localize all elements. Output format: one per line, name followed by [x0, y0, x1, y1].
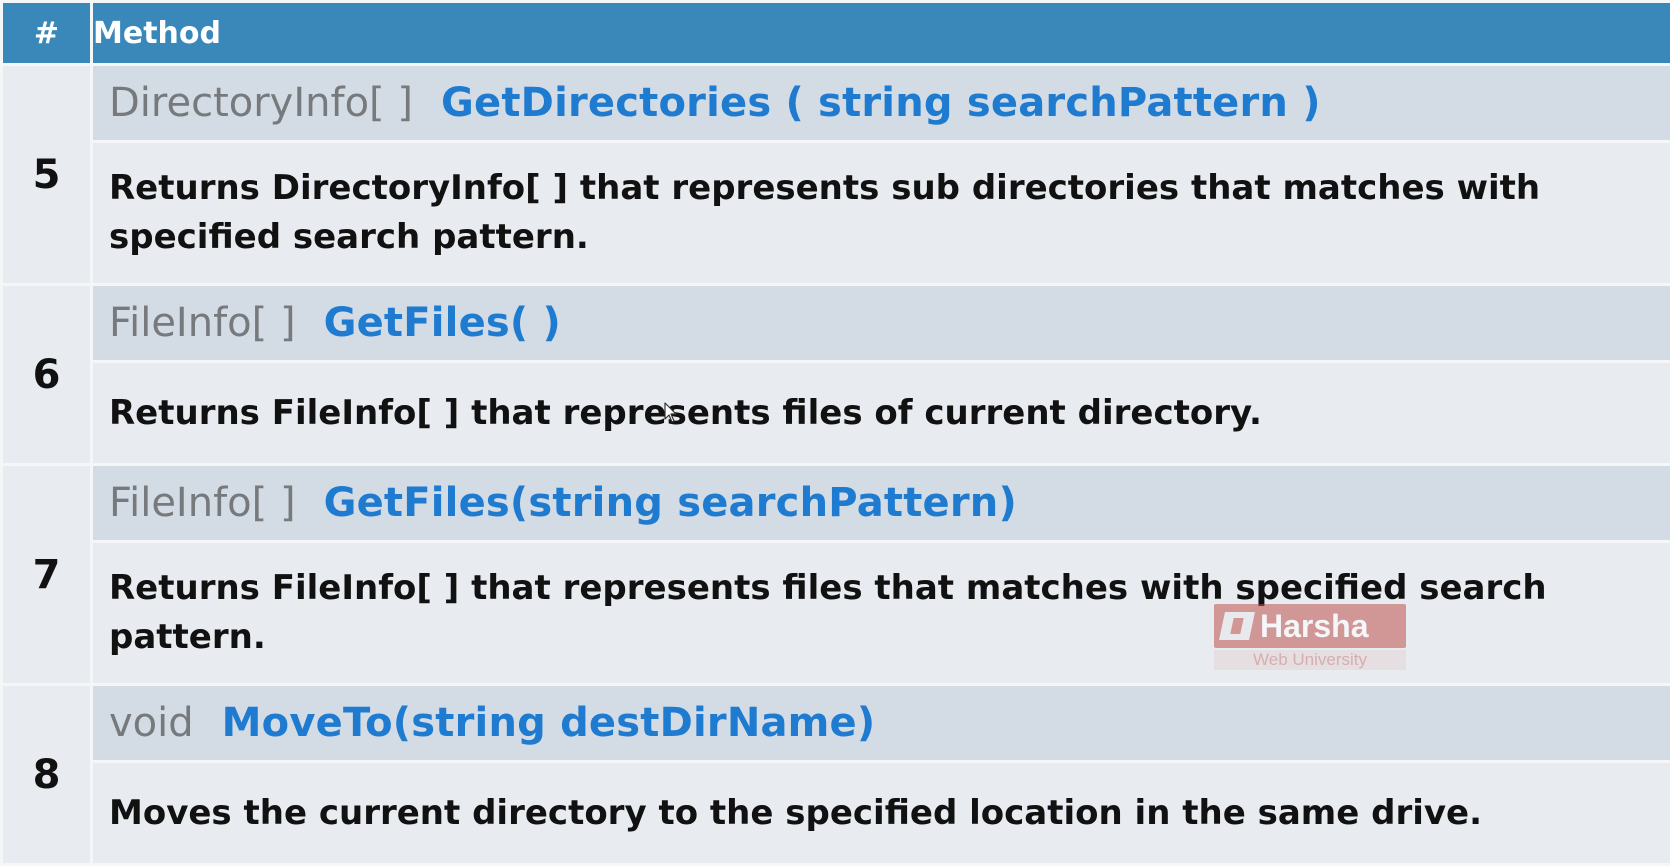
mouse-pointer-icon: [664, 402, 678, 424]
method-description-row: Returns DirectoryInfo[ ] that represents…: [2, 142, 1670, 285]
return-type: DirectoryInfo[ ]: [109, 80, 413, 126]
return-type: FileInfo[ ]: [109, 300, 296, 346]
return-type: void: [109, 700, 194, 746]
slide: # Method 5 DirectoryInfo[ ]GetDirectorie…: [0, 0, 1670, 800]
method-number: 5: [2, 65, 92, 285]
harsha-logo-icon: [1219, 612, 1255, 640]
method-description: Moves the current directory to the speci…: [92, 762, 1670, 865]
method-name: GetFiles(string searchPattern): [324, 480, 1017, 526]
method-signature-row: 7 FileInfo[ ]GetFiles(string searchPatte…: [2, 465, 1670, 542]
method-signature: FileInfo[ ] GetFiles( ): [92, 285, 1670, 362]
method-number: 7: [2, 465, 92, 685]
method-description: Returns FileInfo[ ] that represents file…: [92, 362, 1670, 465]
method-description: Returns FileInfo[ ] that represents file…: [92, 542, 1670, 685]
method-name: MoveTo(string destDirName): [222, 700, 876, 746]
method-name: GetFiles( ): [324, 300, 561, 346]
header-method-column: Method: [92, 2, 1670, 65]
method-name: GetDirectories ( string searchPattern ): [441, 80, 1321, 126]
method-description-row: Returns FileInfo[ ] that represents file…: [2, 542, 1670, 685]
method-number: 8: [2, 685, 92, 865]
watermark-box: Harsha: [1214, 604, 1406, 648]
method-signature-row: 6 FileInfo[ ]GetFiles( ): [2, 285, 1670, 362]
watermark: Harsha Web University: [1214, 604, 1406, 674]
table-header-row: # Method: [2, 2, 1670, 65]
method-signature-row: 5 DirectoryInfo[ ]GetDirectories ( strin…: [2, 65, 1670, 142]
watermark-subtitle: Web University: [1214, 650, 1406, 670]
header-number-column: #: [2, 2, 92, 65]
method-signature: void MoveTo(string destDirName): [92, 685, 1670, 762]
watermark-title: Harsha: [1260, 608, 1369, 645]
method-description-row: Moves the current directory to the speci…: [2, 762, 1670, 865]
method-description: Returns DirectoryInfo[ ] that represents…: [92, 142, 1670, 285]
method-signature: FileInfo[ ] GetFiles(string searchPattern…: [92, 465, 1670, 542]
return-type: FileInfo[ ]: [109, 480, 296, 526]
method-description-row: Returns FileInfo[ ] that represents file…: [2, 362, 1670, 465]
method-number: 6: [2, 285, 92, 465]
method-signature: DirectoryInfo[ ] GetDirectories ( string …: [92, 65, 1670, 142]
